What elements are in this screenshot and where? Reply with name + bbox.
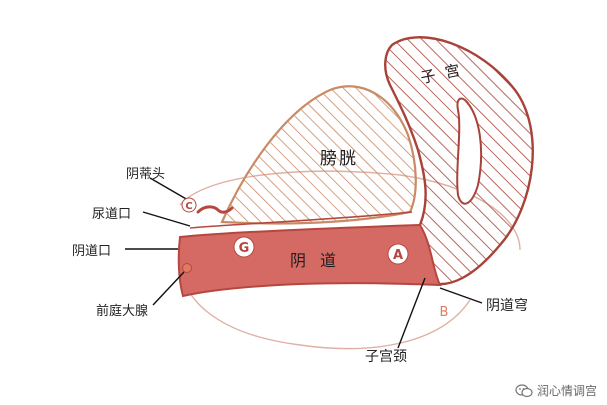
marker-g: G xyxy=(239,241,250,256)
leader-urethral-opening xyxy=(142,211,191,227)
bladder-shape xyxy=(220,85,417,225)
uterine-cavity xyxy=(456,97,483,205)
label-vaginal-fornix: 阴道穹 xyxy=(486,298,528,314)
marker-b: B xyxy=(440,305,449,320)
urethra-line xyxy=(189,211,413,229)
leader-cervix xyxy=(397,277,426,349)
leader-vestibular-gland xyxy=(152,271,185,306)
label-cervix: 子宫颈 xyxy=(365,349,407,365)
watermark: 润心情调宫 xyxy=(515,382,597,399)
label-vaginal-opening: 阴道口 xyxy=(72,244,112,259)
clitoris-shape xyxy=(196,205,234,214)
label-clitoris: 阴蒂头 xyxy=(126,167,166,182)
marker-a-circle xyxy=(387,243,409,265)
label-vestibular-gland: 前庭大腺 xyxy=(96,304,149,319)
leader-clitoris xyxy=(149,177,189,201)
marker-a: A xyxy=(393,248,403,263)
wechat-icon xyxy=(515,383,533,397)
label-vagina: 阴道 xyxy=(290,251,351,270)
marker-g-circle xyxy=(233,236,255,258)
vestibular-gland-dot xyxy=(182,263,192,273)
marker-c-circle xyxy=(181,197,197,213)
label-bladder: 膀胱 xyxy=(320,149,358,169)
leader-vaginal-fornix xyxy=(439,287,483,304)
label-urethral-opening: 尿道口 xyxy=(92,207,132,222)
marker-c: C xyxy=(185,201,192,212)
watermark-text: 润心情调宫 xyxy=(536,384,597,398)
